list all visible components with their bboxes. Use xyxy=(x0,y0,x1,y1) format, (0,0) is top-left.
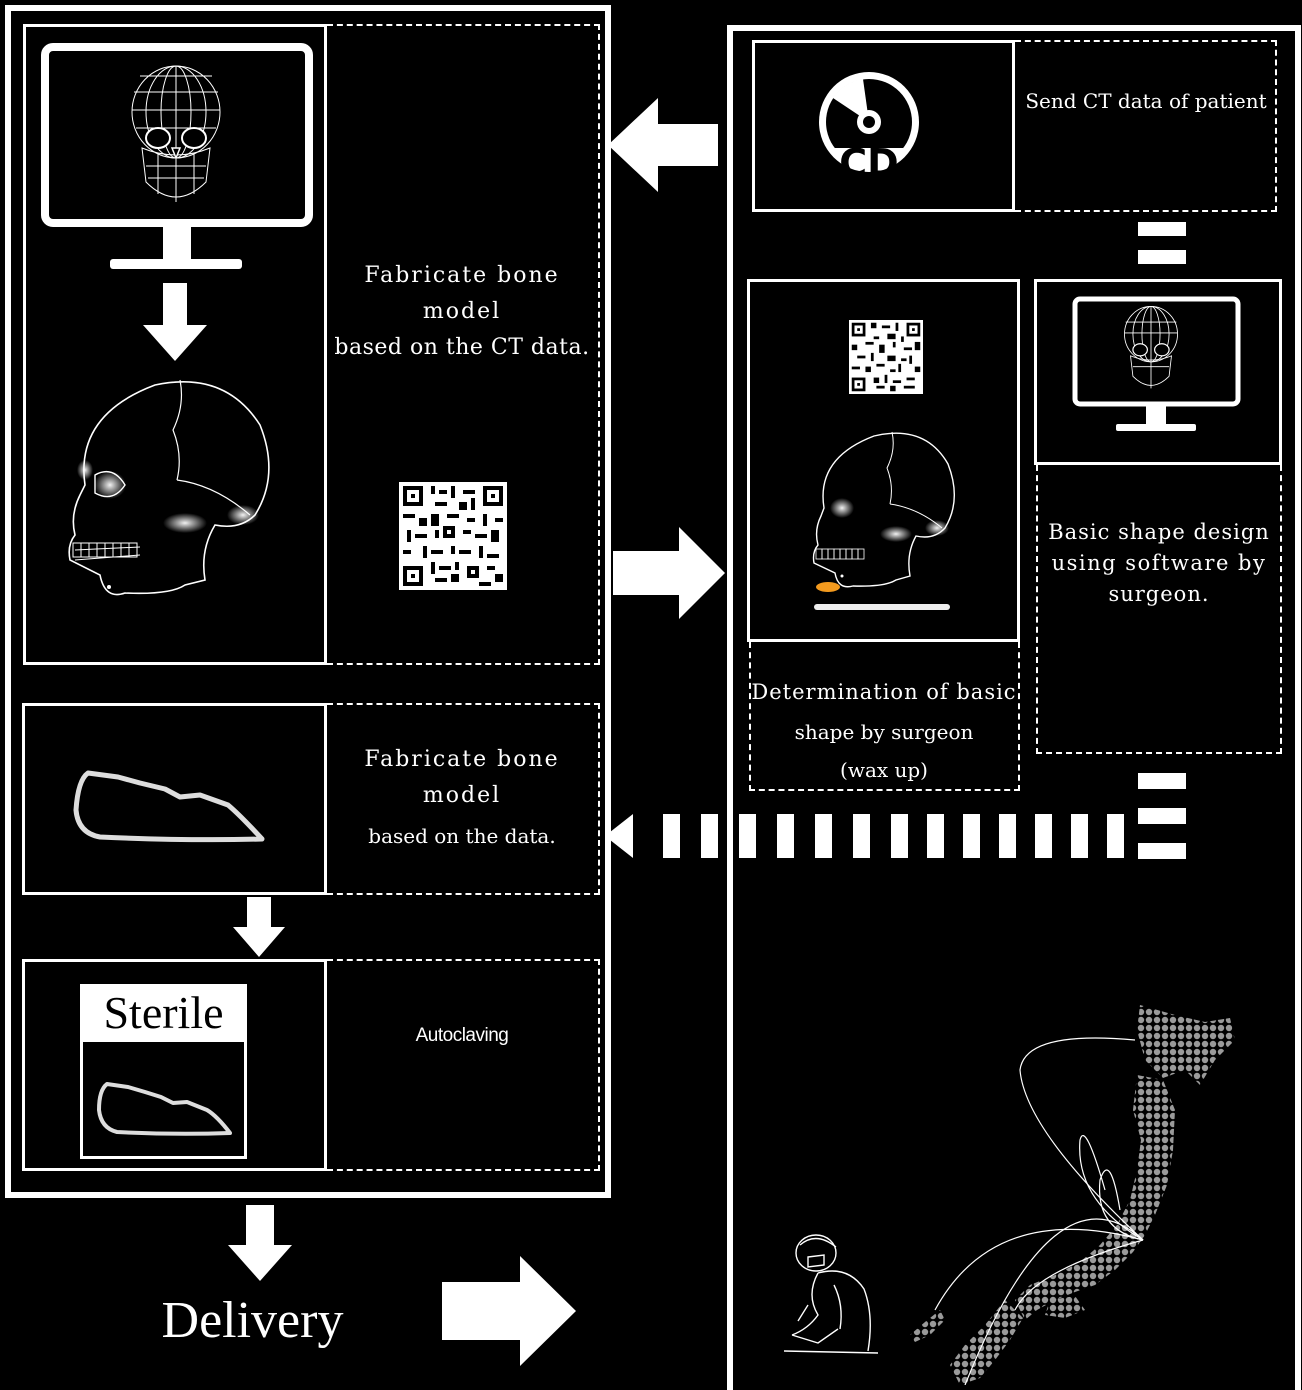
skull-drawing-icon xyxy=(68,379,270,596)
wireframe-skull-icon xyxy=(1124,305,1178,389)
bone-outline-icon xyxy=(97,1082,232,1136)
connector-bar xyxy=(1138,250,1186,264)
qr-code-icon xyxy=(849,320,923,394)
design-text-line1: Basic shape design xyxy=(1048,520,1270,544)
determination-text-box xyxy=(749,642,1020,791)
down-arrow-icon xyxy=(143,283,207,361)
connector-bar xyxy=(1138,843,1186,859)
step2-text-line2: based on the data. xyxy=(368,824,556,848)
cd-image-box xyxy=(752,40,1015,212)
wireframe-skull-icon xyxy=(131,65,221,202)
left-arrow-icon xyxy=(608,98,718,192)
step1-image-box xyxy=(23,24,327,665)
cd-icon: CD xyxy=(819,72,919,184)
determination-image-box xyxy=(747,279,1020,642)
step2-image-box xyxy=(22,703,327,895)
step1-text-box xyxy=(327,24,600,665)
down-arrow-icon xyxy=(228,1205,292,1281)
sterile-package xyxy=(80,984,247,1159)
down-arrow-icon xyxy=(233,897,285,957)
determination-text-line2: shape by surgeon xyxy=(794,720,974,744)
step1-text: Fabricate bone model based on the CT dat… xyxy=(327,258,597,366)
determination-text-line1: Determination of basic xyxy=(751,680,1017,704)
determination-text-line3: (wax up) xyxy=(840,758,928,782)
monitor-icon xyxy=(41,43,313,269)
svg-text:CD: CD xyxy=(839,141,898,184)
send-ct-text-box xyxy=(1015,40,1277,212)
connector-bar xyxy=(1138,222,1186,236)
dashed-left-arrow-icon xyxy=(605,814,1124,858)
sterile-label: Sterile xyxy=(103,987,224,1038)
step2-text-line1: Fabricate bone model xyxy=(364,747,560,808)
connector-bar xyxy=(1138,808,1186,824)
design-text-box xyxy=(1036,465,1282,754)
qr-code-icon xyxy=(399,482,507,590)
monitor-icon xyxy=(1072,296,1241,431)
bone-outline-icon xyxy=(73,770,265,843)
send-ct-text: Send CT data of patient xyxy=(1025,89,1267,113)
design-text-line3: surgeon. xyxy=(1108,582,1210,606)
design-text: Basic shape design using software by sur… xyxy=(1036,517,1282,610)
connector-bar xyxy=(1138,773,1186,789)
skull-drawing-icon xyxy=(812,431,956,610)
determination-text: Determination of basic shape by surgeon … xyxy=(750,672,1018,788)
lab-frame xyxy=(5,5,611,1198)
hospital-frame xyxy=(727,25,1301,1390)
design-text-line2: using software by xyxy=(1051,551,1267,575)
step2-text-box xyxy=(327,703,600,895)
step2-text: Fabricate bone model based on the data. xyxy=(327,742,597,854)
design-image-box xyxy=(1034,279,1282,465)
step1-text-line2: based on the CT data. xyxy=(334,335,590,360)
japan-map-icon xyxy=(910,1005,1235,1385)
step3-text-box xyxy=(327,959,600,1171)
sterile-label-bg xyxy=(82,986,245,1042)
step3-image-box xyxy=(22,959,327,1171)
delivery-label: Delivery xyxy=(161,1292,344,1349)
step3-text: Autoclaving xyxy=(415,1025,509,1046)
right-arrow-icon xyxy=(613,527,725,619)
step1-text-line1: Fabricate bone model xyxy=(364,263,560,324)
right-arrow-icon xyxy=(442,1256,576,1366)
surgeon-drawing-icon xyxy=(783,1234,879,1354)
